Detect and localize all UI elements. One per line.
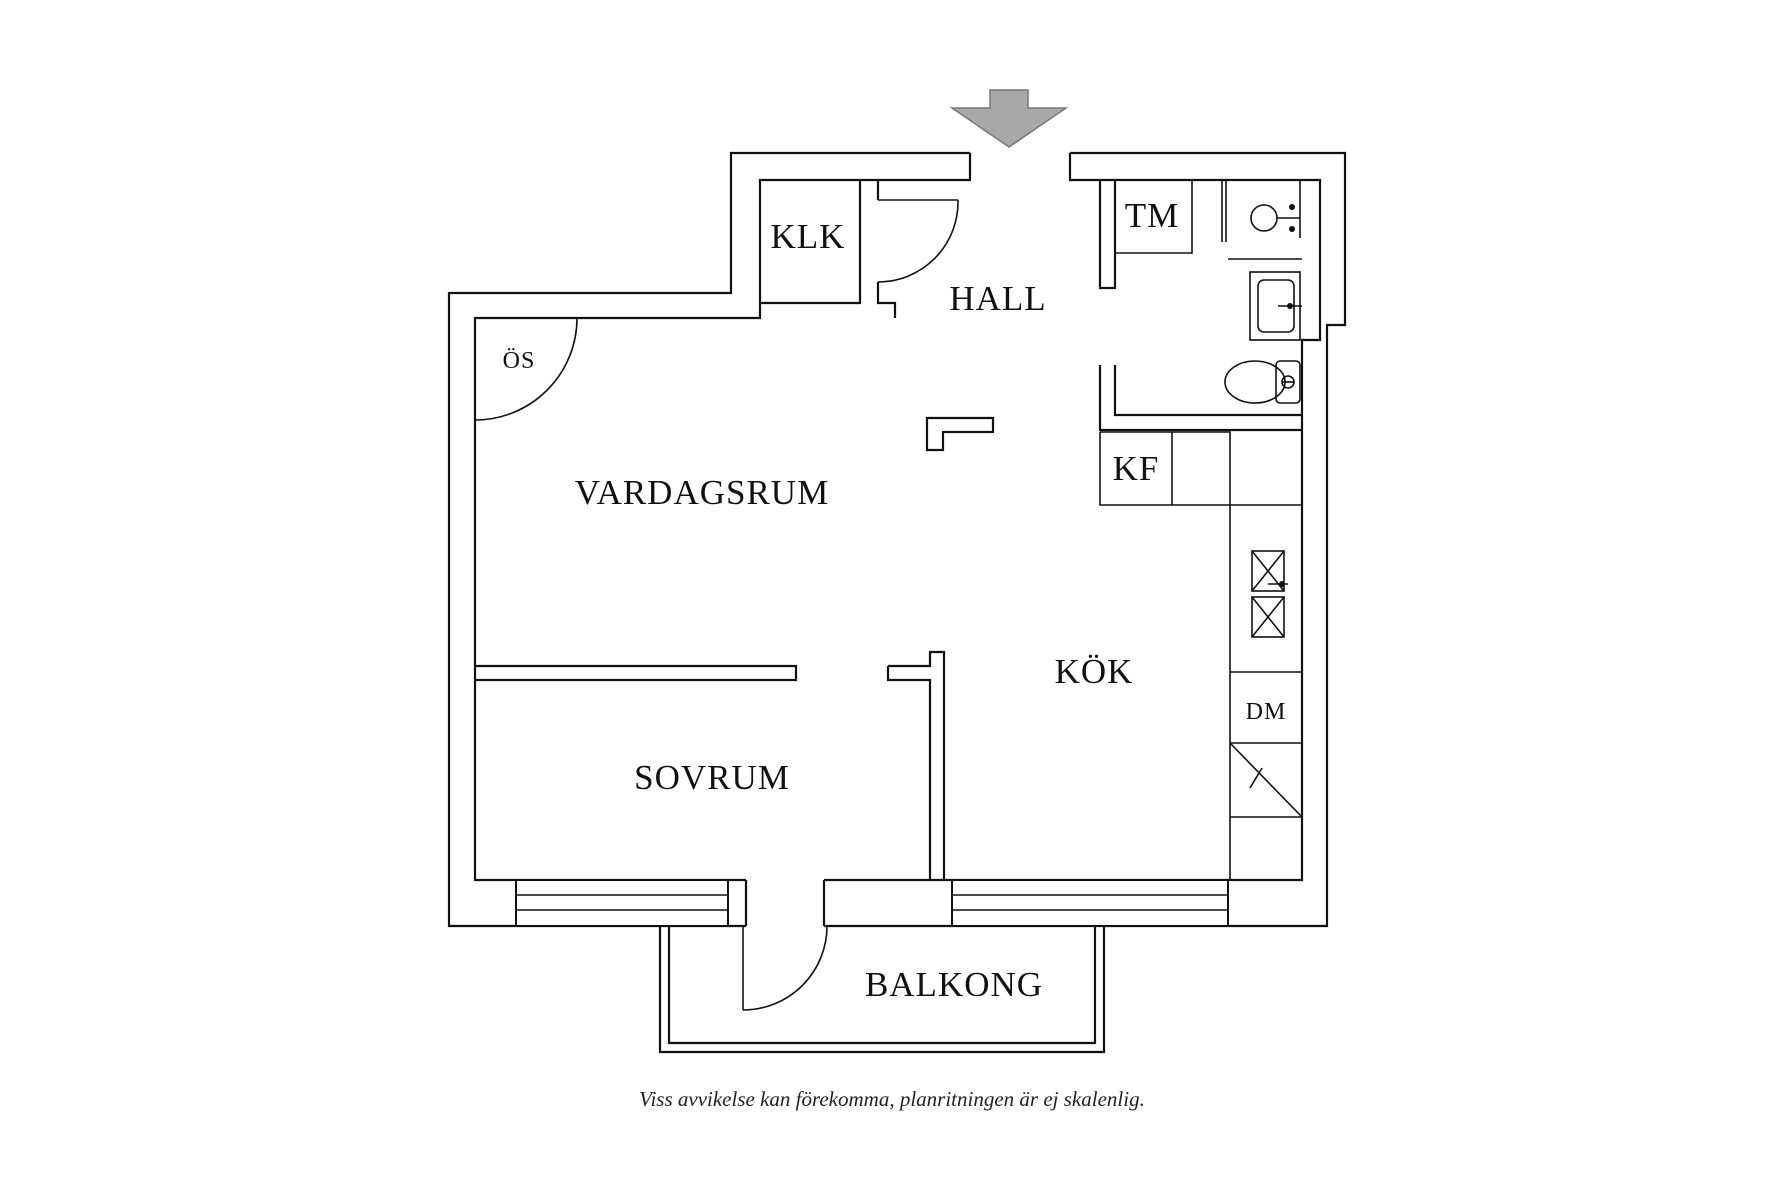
klk-closet xyxy=(760,180,959,318)
dm-label: DM xyxy=(1246,699,1287,725)
klk-label: KLK xyxy=(771,217,846,256)
os-label: ÖS xyxy=(503,348,536,374)
interior-walls xyxy=(475,650,946,880)
hall-label: HALL xyxy=(949,279,1046,318)
balcony-door xyxy=(742,878,828,1011)
sovrum-label: SOVRUM xyxy=(634,758,790,797)
bathroom-walls xyxy=(1098,179,1302,432)
disclaimer-caption: Viss avvikelse kan förekomma, planritnin… xyxy=(639,1087,1145,1111)
vardagsrum-label: VARDAGSRUM xyxy=(575,473,829,512)
window-kok xyxy=(951,879,1229,927)
entrance-arrow-icon xyxy=(949,89,1069,148)
toilet-icon xyxy=(1224,360,1301,404)
outer-walls xyxy=(447,151,1347,928)
balkong-label: BALKONG xyxy=(865,965,1043,1004)
stove-icon xyxy=(1229,742,1303,818)
sink-icon xyxy=(1251,550,1288,638)
shaft-symbol xyxy=(925,416,995,452)
kok-label: KÖK xyxy=(1055,652,1134,691)
shower-icon xyxy=(1221,180,1302,260)
kitchen-counter xyxy=(1229,504,1302,880)
kf-label: KF xyxy=(1113,449,1160,488)
tm-label: TM xyxy=(1125,196,1180,235)
balkong-railing xyxy=(658,926,1106,1054)
os-cabinet xyxy=(474,317,578,421)
washbasin-icon xyxy=(1249,271,1302,341)
window-sovrum xyxy=(515,879,729,927)
